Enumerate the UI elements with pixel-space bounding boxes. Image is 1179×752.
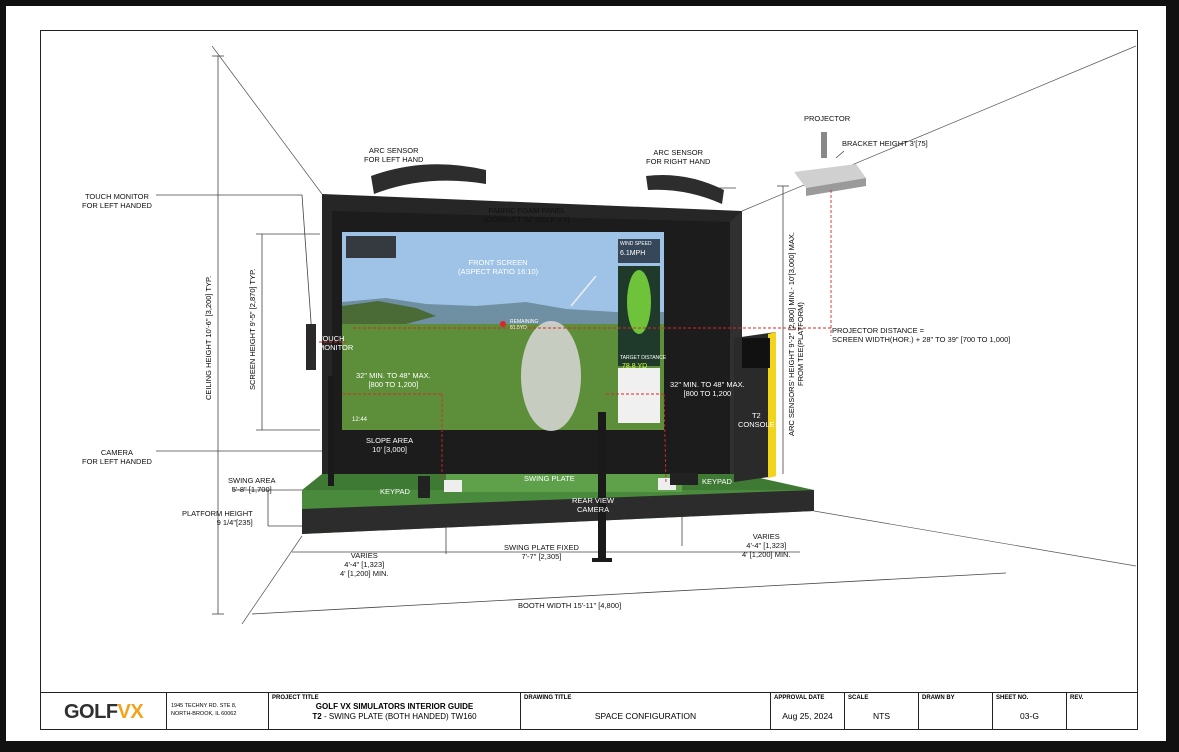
flag-value: 81.5yd (510, 325, 527, 331)
project-title-cell: PROJECT TITLE GOLF VX SIMULATORS INTERIO… (268, 693, 520, 729)
approval-date-cell: APPROVAL DATE Aug 25, 2024 (770, 693, 844, 729)
booth-illustration (156, 45, 1137, 625)
screen-height-label: SCREEN HEIGHT 9'-5" [2,870] TYP. (248, 268, 257, 390)
title-block: GOLFVX 1945 TECHNY RD. STE 8,NORTH-BROOK… (40, 692, 1138, 730)
company-address: 1945 TECHNY RD. STE 8,NORTH-BROOK, IL 60… (171, 703, 237, 717)
project-subtitle: T2 - SWING PLATE (BOTH HANDED) TW160 (312, 712, 477, 721)
t2-console (734, 332, 776, 482)
keypad-right-label: KEYPAD (702, 477, 732, 486)
wind-speed-label: Wind Speed (620, 241, 652, 247)
sheet-no-value: 03-G (1020, 711, 1039, 721)
arc-sensor-height-label: ARC SENSORS' HEIGHT 9'-2" [2,800] MIN.- … (787, 232, 805, 436)
min-max-right-label: 32" MIN. TO 48" MAX.[800 TO 1,200 (670, 380, 745, 398)
ceiling-height-label: CEILING HEIGHT 10'-6" [3,200] TYP. (204, 275, 213, 400)
wind-speed-value: 6.1mph (620, 250, 646, 257)
address-cell: 1945 TECHNY RD. STE 8,NORTH-BROOK, IL 60… (166, 693, 268, 729)
drawn-by-cell: DRAWN BY (918, 693, 992, 729)
drawing-border (40, 30, 1138, 730)
arc-sensor-right (646, 174, 724, 204)
project-title: GOLF VX SIMULATORS INTERIOR GUIDE (315, 702, 474, 711)
red-dimension-lines (319, 190, 832, 485)
scale-value: NTS (873, 711, 890, 721)
min-max-left-label: 32" MIN. TO 48" MAX.[800 TO 1,200] (356, 371, 431, 389)
front-screen-image (342, 232, 664, 431)
left-camera-pole (328, 376, 334, 486)
approval-date: Aug 25, 2024 (782, 711, 833, 721)
swing-plate-label: SWING PLATE (524, 474, 575, 483)
drawing-title: SPACE CONFIGURATION (594, 711, 697, 721)
flag-label: Remaining (510, 319, 539, 325)
rear-camera-pole (598, 412, 606, 562)
projector-distance-label: PROJECTOR DISTANCE =SCREEN WIDTH(HOR.) +… (832, 326, 1011, 344)
scale-cell: SCALE NTS (844, 693, 918, 729)
platform (302, 473, 814, 534)
clock-value: 12:44 (352, 417, 368, 423)
projector-unit (794, 132, 866, 196)
front-screen-label: FRONT SCREEN(ASPECT RATIO 16:10) (458, 258, 539, 276)
booth-width-label: BOOTH WIDTH 15'-11" [4,800] (518, 601, 622, 610)
keypad-left-label: KEYPAD (380, 487, 410, 496)
target-distance-label: Target Distance (620, 355, 667, 361)
dimension-lines (156, 55, 1007, 615)
drawing-title-cell: DRAWING TITLE SPACE CONFIGURATION (520, 693, 770, 729)
rev-cell: REV. (1066, 693, 1138, 729)
touch-monitor-device (306, 324, 316, 370)
target-distance-value: 78.8 yd (622, 363, 648, 370)
arc-sensor-left (371, 164, 486, 194)
golfvx-logo: GOLFVX (64, 701, 144, 723)
fabric-foam-panel-label: FABRIC FOAM PANEL(CONSULT W/ GOLF VX) (484, 206, 570, 224)
bracket-height-label: BRACKET HEIGHT 3'[75] (842, 139, 928, 148)
sheet-no-cell: SHEET NO. 03-G (992, 693, 1066, 729)
projector-label: PROJECTOR (804, 114, 851, 123)
